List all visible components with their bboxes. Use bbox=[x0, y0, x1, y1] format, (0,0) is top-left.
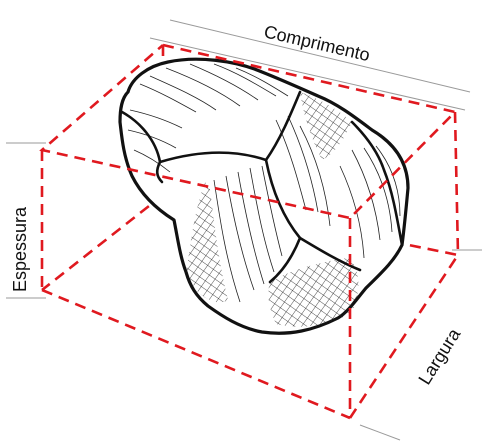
width-guide-bottom bbox=[360, 425, 400, 440]
width-label: Largura bbox=[414, 324, 464, 388]
box-edge-back-bottom-left bbox=[42, 195, 163, 290]
rock-sketch bbox=[120, 59, 408, 333]
box-edge-back-right-vertical bbox=[455, 112, 458, 255]
rock-outline bbox=[120, 59, 408, 333]
thickness-label: Espessura bbox=[10, 206, 30, 292]
length-label: Comprimento bbox=[262, 21, 372, 65]
